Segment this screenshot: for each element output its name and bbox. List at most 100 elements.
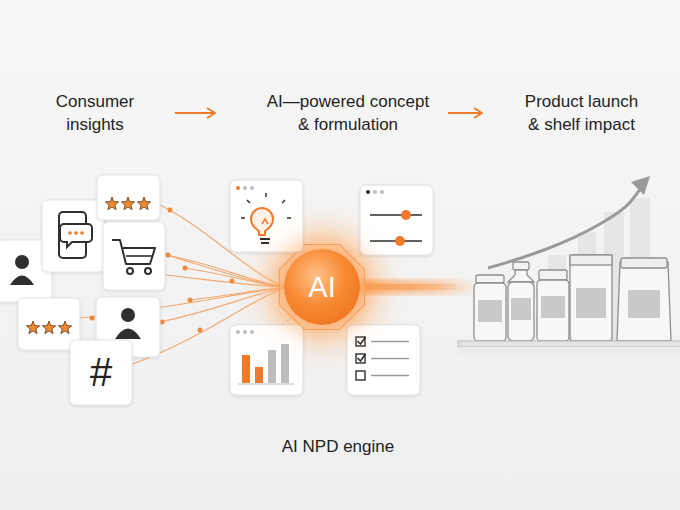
data-dot (188, 298, 193, 303)
chart-panel (255, 367, 263, 383)
idea-panel (243, 186, 247, 190)
stage-title: Consumer insights (40, 90, 150, 136)
slider-panel (401, 210, 411, 220)
product-pouch (621, 258, 667, 268)
chat-card (60, 224, 92, 247)
idea-panel (260, 239, 270, 243)
checklist-panel (358, 337, 366, 344)
rating-card (18, 298, 80, 350)
cart-card (103, 222, 165, 290)
cart-card (127, 268, 133, 274)
data-dot (90, 316, 95, 321)
rating-card (58, 321, 71, 334)
checklist-panel (371, 342, 409, 376)
product-bottle (508, 282, 534, 341)
chart-panel (268, 350, 276, 383)
stage-heading: AI—powered concept & formulation (215, 90, 448, 136)
slider-panel (360, 185, 433, 255)
rating-card (42, 321, 55, 334)
user-card (15, 255, 29, 269)
chat-card (42, 200, 104, 272)
cart-card (103, 222, 165, 290)
product-bottle (508, 270, 534, 282)
chart-panel (281, 344, 289, 383)
slider-panel (370, 215, 422, 241)
idea-panel (230, 180, 303, 252)
idea-panel (230, 180, 303, 252)
stage-heading: Product launch & shelf impact (482, 90, 672, 136)
checklist-panel (347, 325, 420, 395)
engine-caption: AI NPD engine (228, 434, 448, 460)
product-pouch (628, 290, 660, 318)
hashtag-card (70, 340, 132, 405)
checklist-panel (356, 354, 365, 363)
flow-arrow (448, 112, 482, 114)
slider-panel (373, 190, 377, 194)
chart-panel (250, 330, 254, 334)
idea-panel (287, 217, 291, 219)
product-jar (478, 300, 502, 322)
cart-card (112, 240, 155, 264)
idea-panel (241, 217, 245, 219)
core-ring (280, 245, 365, 330)
cart-card (145, 268, 151, 274)
hashtag-symbol: # (70, 345, 132, 400)
product-bottle (511, 298, 531, 320)
product-bottle (508, 262, 534, 341)
hashtag-card (70, 340, 132, 405)
idea-panel (250, 186, 254, 190)
product-jar (539, 270, 567, 280)
chat-card (74, 231, 78, 235)
product-tube (570, 255, 612, 265)
idea-panel (236, 186, 240, 190)
data-dot (230, 279, 235, 284)
product-pouch (617, 262, 671, 341)
user-card (115, 329, 141, 340)
chart-panel (230, 325, 303, 395)
product-tube (570, 255, 612, 341)
cart-card (126, 255, 152, 257)
checklist-panel (356, 371, 365, 380)
product-jar (537, 280, 569, 341)
chat-card (42, 200, 104, 272)
rating-card (105, 197, 118, 210)
data-dot (198, 328, 203, 333)
idea-panel (282, 200, 285, 203)
data-dot (168, 208, 173, 213)
checklist-panel (356, 337, 365, 346)
slider-panel (380, 190, 384, 194)
ai-core: AI (284, 249, 360, 325)
chart-panel (236, 330, 240, 334)
rating-card (137, 197, 150, 210)
product-jar (474, 275, 506, 341)
product-jar (537, 270, 569, 341)
shelf (458, 341, 680, 347)
growth-arrow (488, 187, 642, 268)
product-jar (541, 296, 565, 318)
core-label: AI (308, 273, 335, 302)
rating-card (26, 321, 39, 334)
slider-panel (366, 190, 370, 194)
slider-panel (395, 236, 405, 246)
growth-arrow (631, 176, 650, 195)
chat-card (68, 231, 72, 235)
chart-panel (242, 355, 250, 383)
shelf (458, 347, 680, 355)
idea-panel (265, 193, 267, 197)
rating-card (121, 197, 134, 210)
product-jar (474, 283, 506, 341)
rating-card (97, 175, 160, 220)
checklist-panel (347, 325, 420, 395)
chat-card (80, 231, 84, 235)
checklist-panel (358, 354, 366, 361)
flow-arrow (175, 112, 215, 114)
idea-panel (251, 208, 273, 235)
rating-card (97, 175, 160, 220)
user-card (121, 308, 135, 322)
product-jar (476, 275, 504, 283)
product-bottle (513, 262, 529, 270)
product-tube (570, 255, 612, 341)
data-dot (166, 253, 171, 258)
idea-panel (247, 200, 250, 203)
